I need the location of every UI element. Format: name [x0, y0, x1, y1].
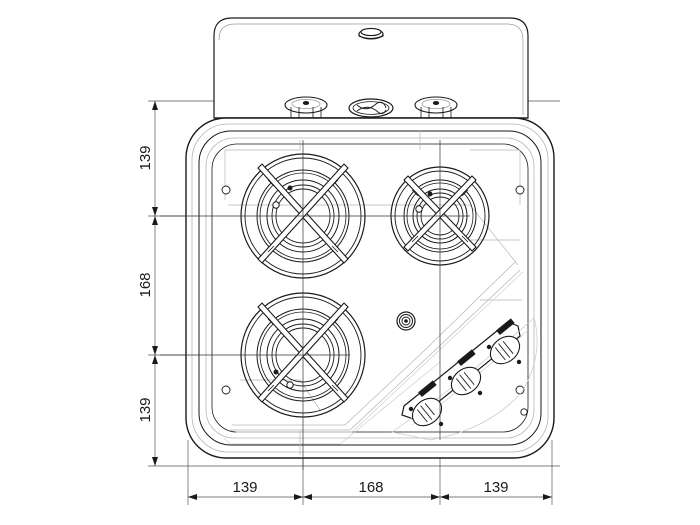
thermocouple-bottom	[286, 381, 294, 389]
spark-electrode-right	[427, 191, 433, 197]
spark-electrode-bottom	[273, 369, 279, 375]
centerlines	[160, 140, 470, 470]
dim-horizontal-1: 139	[232, 479, 257, 496]
dim-vertical-1: 139	[137, 145, 154, 170]
igniter-button	[396, 311, 416, 331]
hob-recess-highlights	[223, 271, 524, 445]
panel-screw-hole	[520, 408, 528, 416]
hob-body	[185, 117, 555, 459]
dim-horizontal-3: 139	[483, 479, 508, 496]
thermocouple-right	[415, 205, 423, 213]
dimension-arrowheads	[152, 101, 552, 500]
control-knob-3[interactable]	[485, 318, 525, 369]
dim-vertical-3: 139	[137, 397, 154, 422]
control-knob-2[interactable]	[446, 349, 486, 400]
dim-horizontal-2: 168	[358, 479, 383, 496]
spark-electrode-left	[287, 185, 293, 191]
thermocouple-left	[272, 201, 280, 209]
lid-emblem	[348, 98, 394, 118]
control-knob-1[interactable]	[407, 380, 447, 431]
dim-vertical-2: 168	[137, 272, 154, 297]
lid-handle	[358, 27, 384, 40]
